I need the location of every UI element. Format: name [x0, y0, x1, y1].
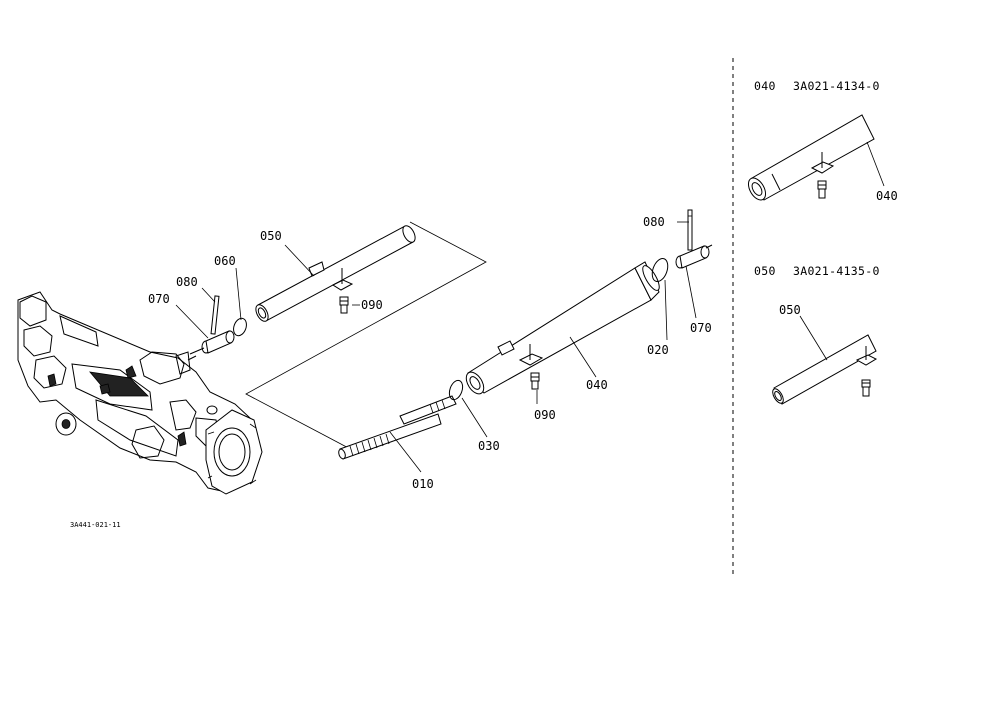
variant-050-tube: [772, 334, 878, 405]
callout-090-center: 090: [534, 408, 556, 422]
variant-040-callout: 040: [876, 189, 898, 203]
callout-070-left: 070: [148, 292, 170, 306]
leader-lines: [175, 221, 697, 473]
part-080-left-pin: [210, 295, 220, 335]
part-050-tube: [255, 225, 416, 322]
callout-060: 060: [214, 254, 236, 268]
part-080-right-pin: [687, 209, 693, 251]
callout-090-left: 090: [361, 298, 383, 312]
variant-050-part-number: 3A021-4135-0: [793, 264, 880, 278]
variant-040-ref: 040: [754, 79, 776, 93]
variant-050-panel: 050 3A021-4135-0 050: [754, 264, 880, 405]
callout-020: 020: [647, 343, 669, 357]
figure-code: 3A441-021-11: [70, 521, 121, 529]
part-090-left-bolt: [339, 296, 349, 314]
part-070-right-coupling: [675, 244, 713, 269]
part-010-shaft: [338, 395, 457, 460]
axle-housing-illustration: [17, 291, 263, 495]
variant-040-tube: [747, 114, 875, 201]
callout-030: 030: [478, 439, 500, 453]
part-090-center-bolt: [530, 372, 540, 390]
callout-040: 040: [586, 378, 608, 392]
callout-070-right: 070: [690, 321, 712, 335]
callout-080-right: 080: [643, 215, 665, 229]
variant-050-ref: 050: [754, 264, 776, 278]
part-070-left-coupling: [189, 330, 235, 355]
variant-050-callout: 050: [779, 303, 801, 317]
part-030-ring: [448, 379, 464, 401]
callout-050: 050: [260, 229, 282, 243]
part-040-tube: [465, 261, 660, 395]
variant-040-panel: 040 3A021-4134-0 040: [747, 79, 898, 203]
part-060-ring: [233, 317, 247, 337]
part-020-ring: [651, 257, 669, 283]
callout-010: 010: [412, 477, 434, 491]
callout-080-left: 080: [176, 275, 198, 289]
variant-040-part-number: 3A021-4134-0: [793, 79, 880, 93]
